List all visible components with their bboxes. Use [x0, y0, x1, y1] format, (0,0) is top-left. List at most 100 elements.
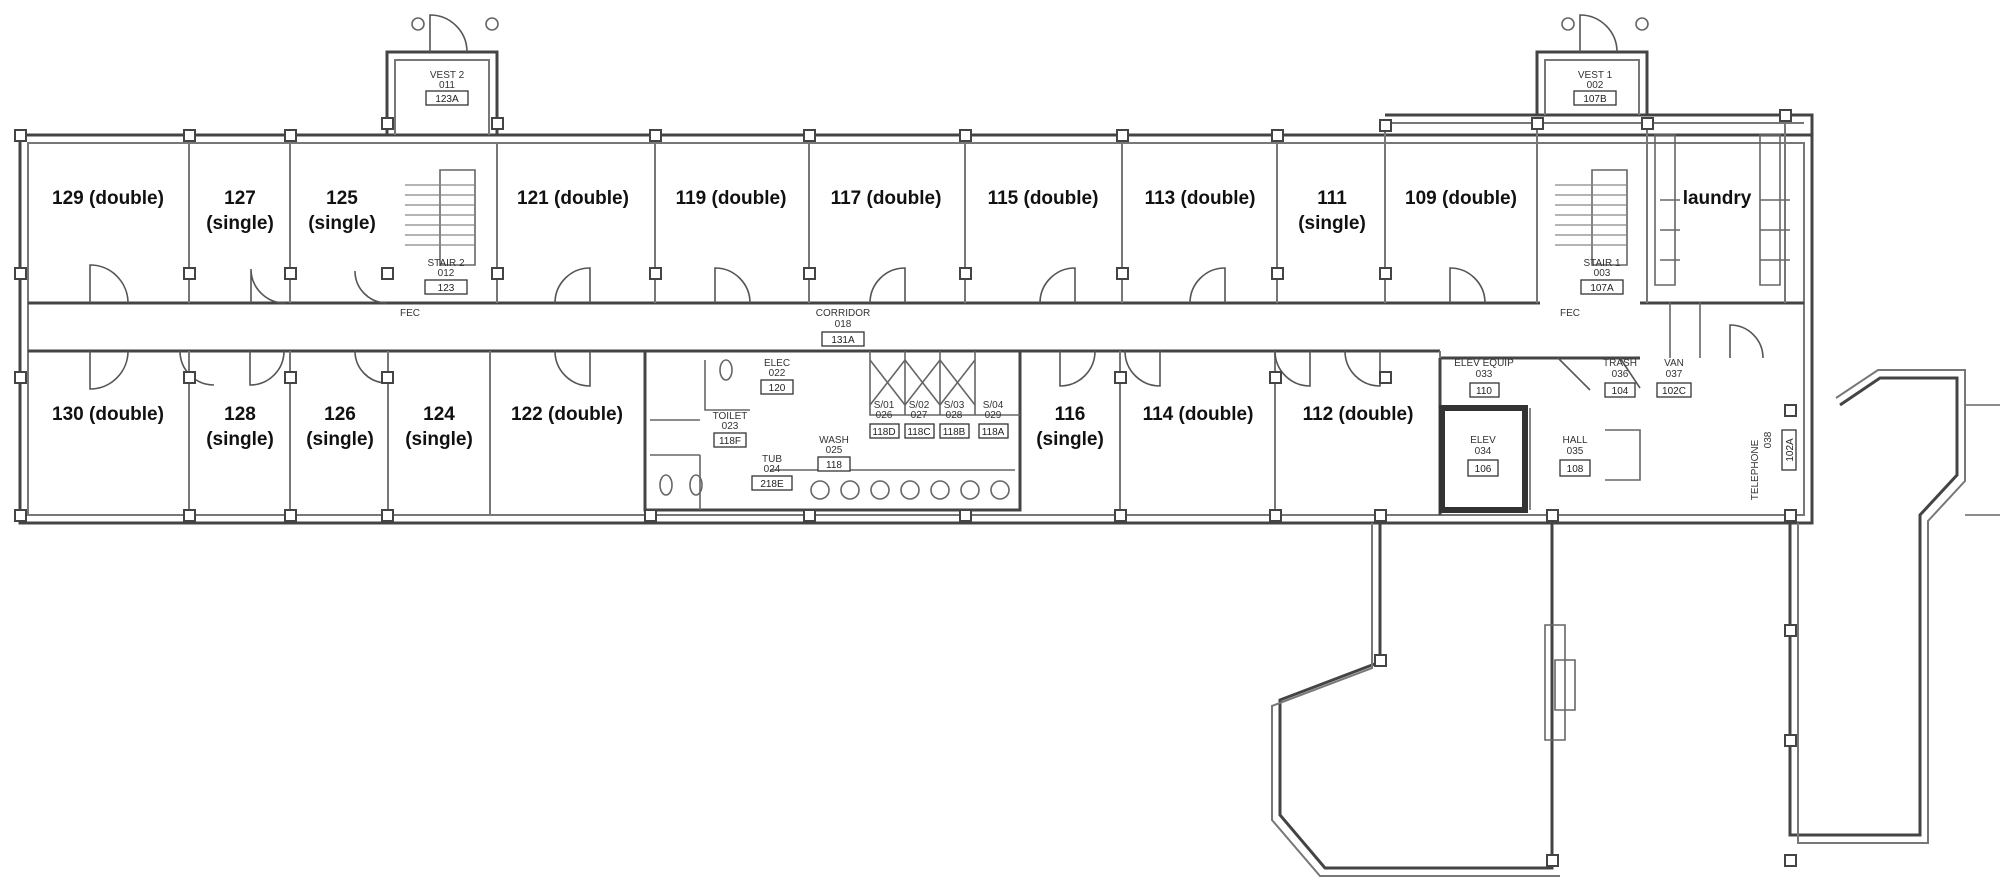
room-128-type: (single) [206, 429, 274, 450]
tag-vest2-num: 123A [435, 94, 459, 105]
tag-tel-num: 102A [1785, 438, 1796, 462]
room-126: 126 [324, 404, 356, 425]
tag-elevequip-num: 110 [1476, 386, 1492, 397]
tag-s4-num: 118A [982, 427, 1005, 438]
stair-2-treads [405, 169, 476, 266]
tag-elev-code: 034 [1475, 446, 1492, 457]
room-127: 127 [224, 188, 256, 209]
room-125: 125 [326, 188, 358, 209]
room-128: 128 [224, 404, 256, 425]
tag-s2-num: 118C [907, 427, 930, 438]
tag-tel-code: 038 [1763, 431, 1774, 448]
tag-tub-num: 218E [760, 479, 784, 490]
room-116-type: (single) [1036, 429, 1104, 450]
tag-stair1-num: 107A [1590, 283, 1614, 294]
tag-s2-label: S/02 [909, 400, 930, 411]
tag-hall-num: 108 [1567, 464, 1584, 475]
tag-van-num: 102C [1662, 386, 1686, 397]
tag-corridor-num: 131A [831, 335, 855, 346]
building-outline [18, 14, 1814, 525]
room-116: 116 [1055, 404, 1086, 425]
tag-corridor-code: 018 [835, 319, 852, 330]
room-111-type: (single) [1298, 213, 1366, 234]
tag-stair1-label: STAIR 1 [1583, 258, 1620, 269]
tag-s3-label: S/03 [944, 400, 965, 411]
partitions-bottom [188, 351, 1441, 515]
room-126-type: (single) [306, 429, 374, 450]
elevator-core [1438, 302, 1701, 515]
tag-toilet-num: 118F [719, 436, 741, 447]
partitions-top [188, 123, 1786, 303]
room-laundry: laundry [1683, 188, 1752, 209]
tag-toilet-label: TOILET [713, 411, 748, 422]
bathroom-core [643, 349, 1022, 512]
tag-s3-code: 028 [946, 410, 963, 421]
tag-fec-2: FEC [400, 308, 420, 319]
room-125-type: (single) [308, 213, 376, 234]
tag-tub-label: TUB [762, 454, 782, 465]
tag-vest1-code: 002 [1587, 80, 1604, 91]
tag-vest2-label: VEST 2 [430, 70, 465, 81]
tag-s1-num: 118D [872, 427, 895, 438]
room-109: 109 (double) [1405, 188, 1517, 209]
room-112: 112 (double) [1303, 404, 1414, 425]
tag-stair2-num: 123 [438, 283, 455, 294]
room-labels-bottom: 130 (double) 128 (single) 126 (single) 1… [52, 404, 1413, 450]
doors-top [89, 264, 1486, 304]
tag-trash-code: 036 [1612, 369, 1629, 380]
room-122: 122 (double) [511, 404, 623, 425]
tag-trash-num: 104 [1612, 386, 1629, 397]
tag-s4-code: 029 [985, 410, 1002, 421]
room-113: 113 (double) [1145, 188, 1256, 209]
tag-hall-label: HALL [1562, 435, 1587, 446]
tag-elevequip-code: 033 [1476, 369, 1493, 380]
room-129: 129 (double) [52, 188, 164, 209]
doors-bottom [89, 324, 1764, 391]
space-tags: VEST 2 011 123A VEST 1 002 107B STAIR 2 … [400, 70, 1797, 500]
room-117: 117 (double) [831, 188, 942, 209]
tag-van-code: 037 [1666, 369, 1683, 380]
tag-corridor-label: CORRIDOR [816, 308, 870, 319]
tag-wash-label: WASH [819, 435, 849, 446]
tag-stair2-label: STAIR 2 [427, 258, 464, 269]
tag-van-label: VAN [1664, 358, 1684, 369]
tag-elevequip-label: ELEV EQUIP [1454, 358, 1514, 369]
room-130: 130 (double) [52, 404, 164, 425]
tag-s2-code: 027 [911, 410, 928, 421]
room-111: 111 [1317, 188, 1347, 209]
room-labels-top: 129 (double) 127 (single) 125 (single) 1… [52, 188, 1752, 234]
tag-wash-num: 118 [826, 460, 842, 471]
south-annex [1271, 369, 2000, 877]
tag-elec-label: ELEC [764, 358, 790, 369]
tag-fec-1: FEC [1560, 308, 1580, 319]
tag-stair2-code: 012 [438, 268, 455, 279]
room-121: 121 (double) [517, 188, 629, 209]
tag-trash-label: TRASH [1603, 358, 1637, 369]
tag-vest2-code: 011 [439, 80, 455, 91]
tag-wash-code: 025 [826, 445, 843, 456]
room-115: 115 (double) [988, 188, 1099, 209]
stair-1-treads [1555, 169, 1628, 266]
tag-vest1-num: 107B [1583, 94, 1607, 105]
tag-tel-label: TELEPHONE [1750, 439, 1761, 500]
tag-s4-label: S/04 [983, 400, 1004, 411]
tag-s1-label: S/01 [874, 400, 895, 411]
tag-elev-num: 106 [1475, 464, 1492, 475]
tag-vest1-label: VEST 1 [1578, 70, 1613, 81]
room-124: 124 [423, 404, 455, 425]
room-114: 114 (double) [1143, 404, 1254, 425]
tag-elev-label: ELEV [1470, 435, 1496, 446]
tag-toilet-code: 023 [722, 421, 739, 432]
laundry-fixtures [1654, 134, 1790, 286]
column-posts [14, 109, 1797, 867]
tag-hall-code: 035 [1567, 446, 1584, 457]
tag-s3-num: 118B [943, 427, 966, 438]
room-127-type: (single) [206, 213, 274, 234]
room-124-type: (single) [405, 429, 473, 450]
tag-tub-code: 024 [764, 464, 781, 475]
tag-stair1-code: 003 [1594, 268, 1611, 279]
tag-elec-code: 022 [769, 368, 786, 379]
tag-s1-code: 026 [876, 410, 893, 421]
room-119: 119 (double) [676, 188, 787, 209]
